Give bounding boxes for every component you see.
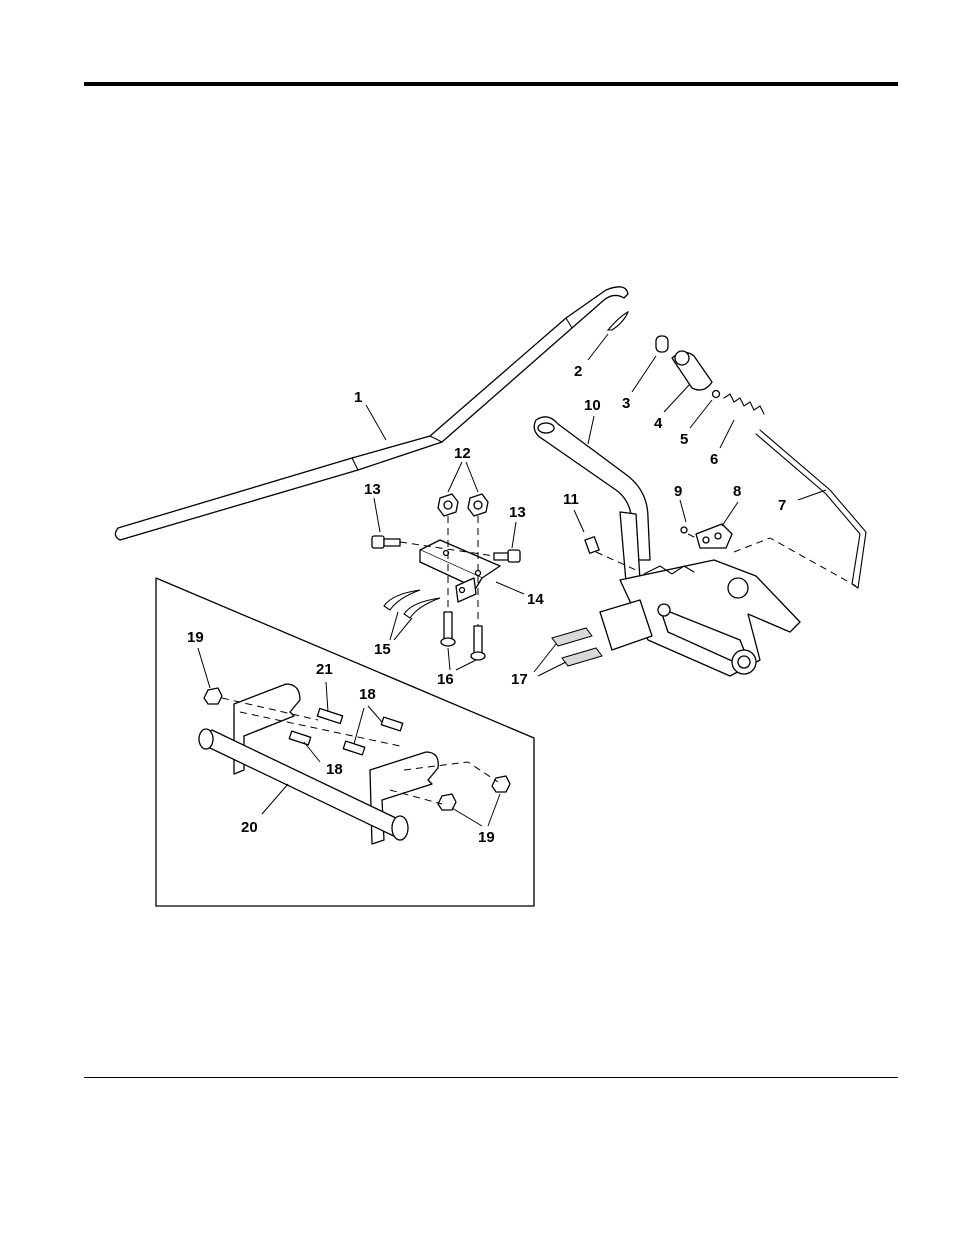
flange-nuts bbox=[438, 494, 488, 516]
handle-rod bbox=[115, 287, 628, 540]
label-part-9: 9 bbox=[674, 483, 682, 500]
control-lever bbox=[534, 417, 650, 582]
label-part-8: 8 bbox=[733, 483, 741, 500]
small-bracket bbox=[681, 524, 732, 548]
label-part-12: 12 bbox=[454, 445, 471, 462]
label-part-20: 20 bbox=[241, 819, 258, 836]
label-part-3: 3 bbox=[622, 395, 630, 412]
wire-rod bbox=[756, 430, 866, 588]
label-part-16: 16 bbox=[437, 671, 454, 688]
pivot-bracket bbox=[600, 560, 800, 676]
wear-pads bbox=[552, 628, 602, 666]
label-part-1: 1 bbox=[354, 389, 362, 406]
label-part-19-right: 19 bbox=[478, 829, 495, 846]
label-part-18-top: 18 bbox=[359, 686, 376, 703]
label-part-19-left: 19 bbox=[187, 629, 204, 646]
label-part-11: 11 bbox=[563, 491, 579, 508]
label-part-15: 15 bbox=[374, 641, 391, 658]
mid-bracket bbox=[420, 540, 500, 602]
carriage-screws bbox=[441, 612, 485, 660]
roll-pin bbox=[585, 537, 599, 554]
hairpin-clips bbox=[384, 590, 440, 618]
hairpin-clip bbox=[608, 312, 628, 330]
label-part-13-left: 13 bbox=[364, 481, 381, 498]
label-part-6: 6 bbox=[710, 451, 718, 468]
label-part-4: 4 bbox=[654, 415, 663, 432]
label-part-14: 14 bbox=[527, 591, 544, 608]
label-part-5: 5 bbox=[680, 431, 688, 448]
label-part-7: 7 bbox=[778, 497, 786, 514]
label-part-13-right: 13 bbox=[509, 504, 526, 521]
footer-rule bbox=[84, 1077, 898, 1078]
label-part-10: 10 bbox=[584, 397, 601, 414]
label-part-21: 21 bbox=[316, 661, 333, 678]
label-part-2: 2 bbox=[574, 363, 582, 380]
label-part-17: 17 bbox=[511, 671, 528, 688]
label-part-18-mid: 18 bbox=[326, 761, 343, 778]
